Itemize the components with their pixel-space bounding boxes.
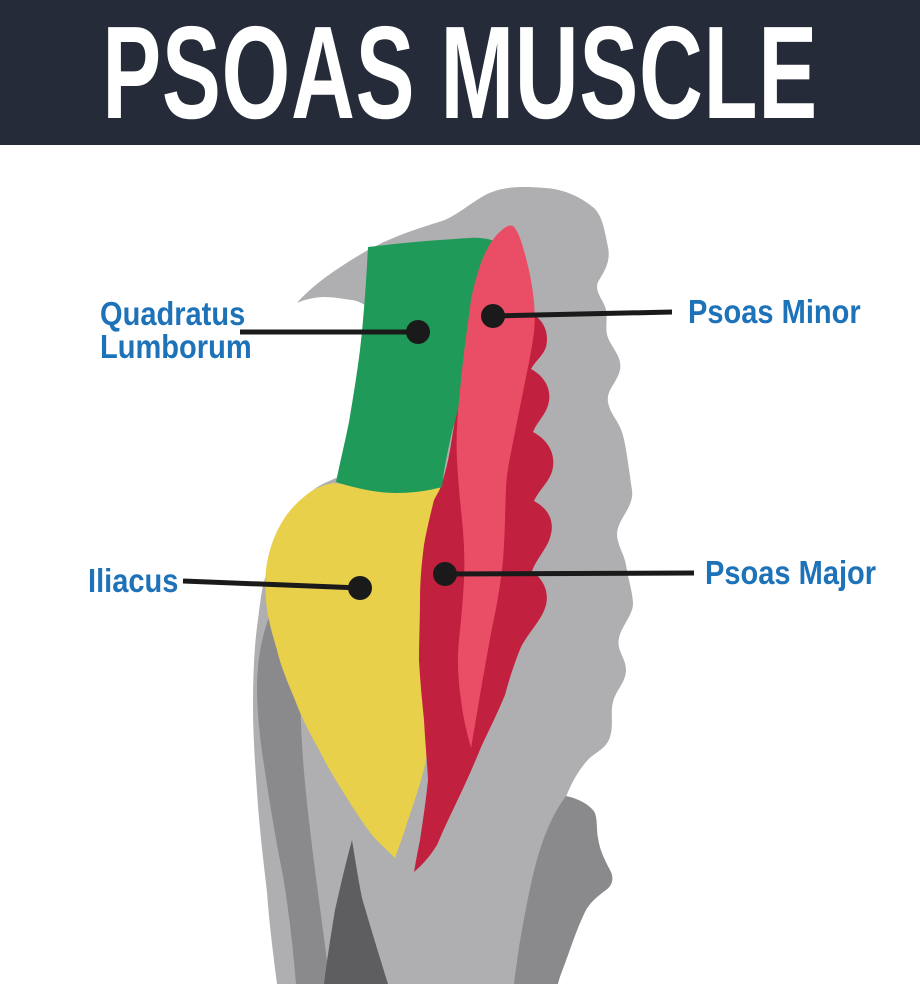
iliacus-label: Iliacus bbox=[88, 562, 179, 599]
psoas-minor-pointer-dot bbox=[481, 304, 505, 328]
psoas-minor-pointer-line bbox=[492, 309, 673, 319]
hip-shadow bbox=[257, 560, 330, 984]
quadratus-lumborum-label-line1: Quadratus bbox=[100, 295, 246, 332]
femur-bone bbox=[514, 796, 613, 984]
quadratus-lumborum-pointer-dot bbox=[406, 320, 430, 344]
iliacus-muscle bbox=[265, 483, 440, 858]
psoas-major-label: Psoas Major bbox=[705, 554, 877, 591]
psoas-major-pointer-dot bbox=[433, 562, 457, 586]
iliacus-pointer-line bbox=[182, 578, 361, 591]
psoas-minor-muscle bbox=[456, 225, 535, 749]
psoas-major-pointer-line bbox=[444, 570, 695, 577]
inner-thigh-shadow bbox=[324, 840, 388, 984]
iliacus-pointer-dot bbox=[348, 576, 372, 600]
page-title: PSOAS MUSCLE bbox=[102, 0, 818, 146]
header-bar: PSOAS MUSCLE bbox=[0, 0, 920, 145]
quadratus-lumborum-label: Quadratus Lumborum bbox=[100, 297, 252, 363]
quadratus-lumborum-label-line2: Lumborum bbox=[100, 328, 252, 365]
quadratus-lumborum-muscle bbox=[336, 237, 502, 493]
psoas-minor-label: Psoas Minor bbox=[688, 293, 861, 330]
